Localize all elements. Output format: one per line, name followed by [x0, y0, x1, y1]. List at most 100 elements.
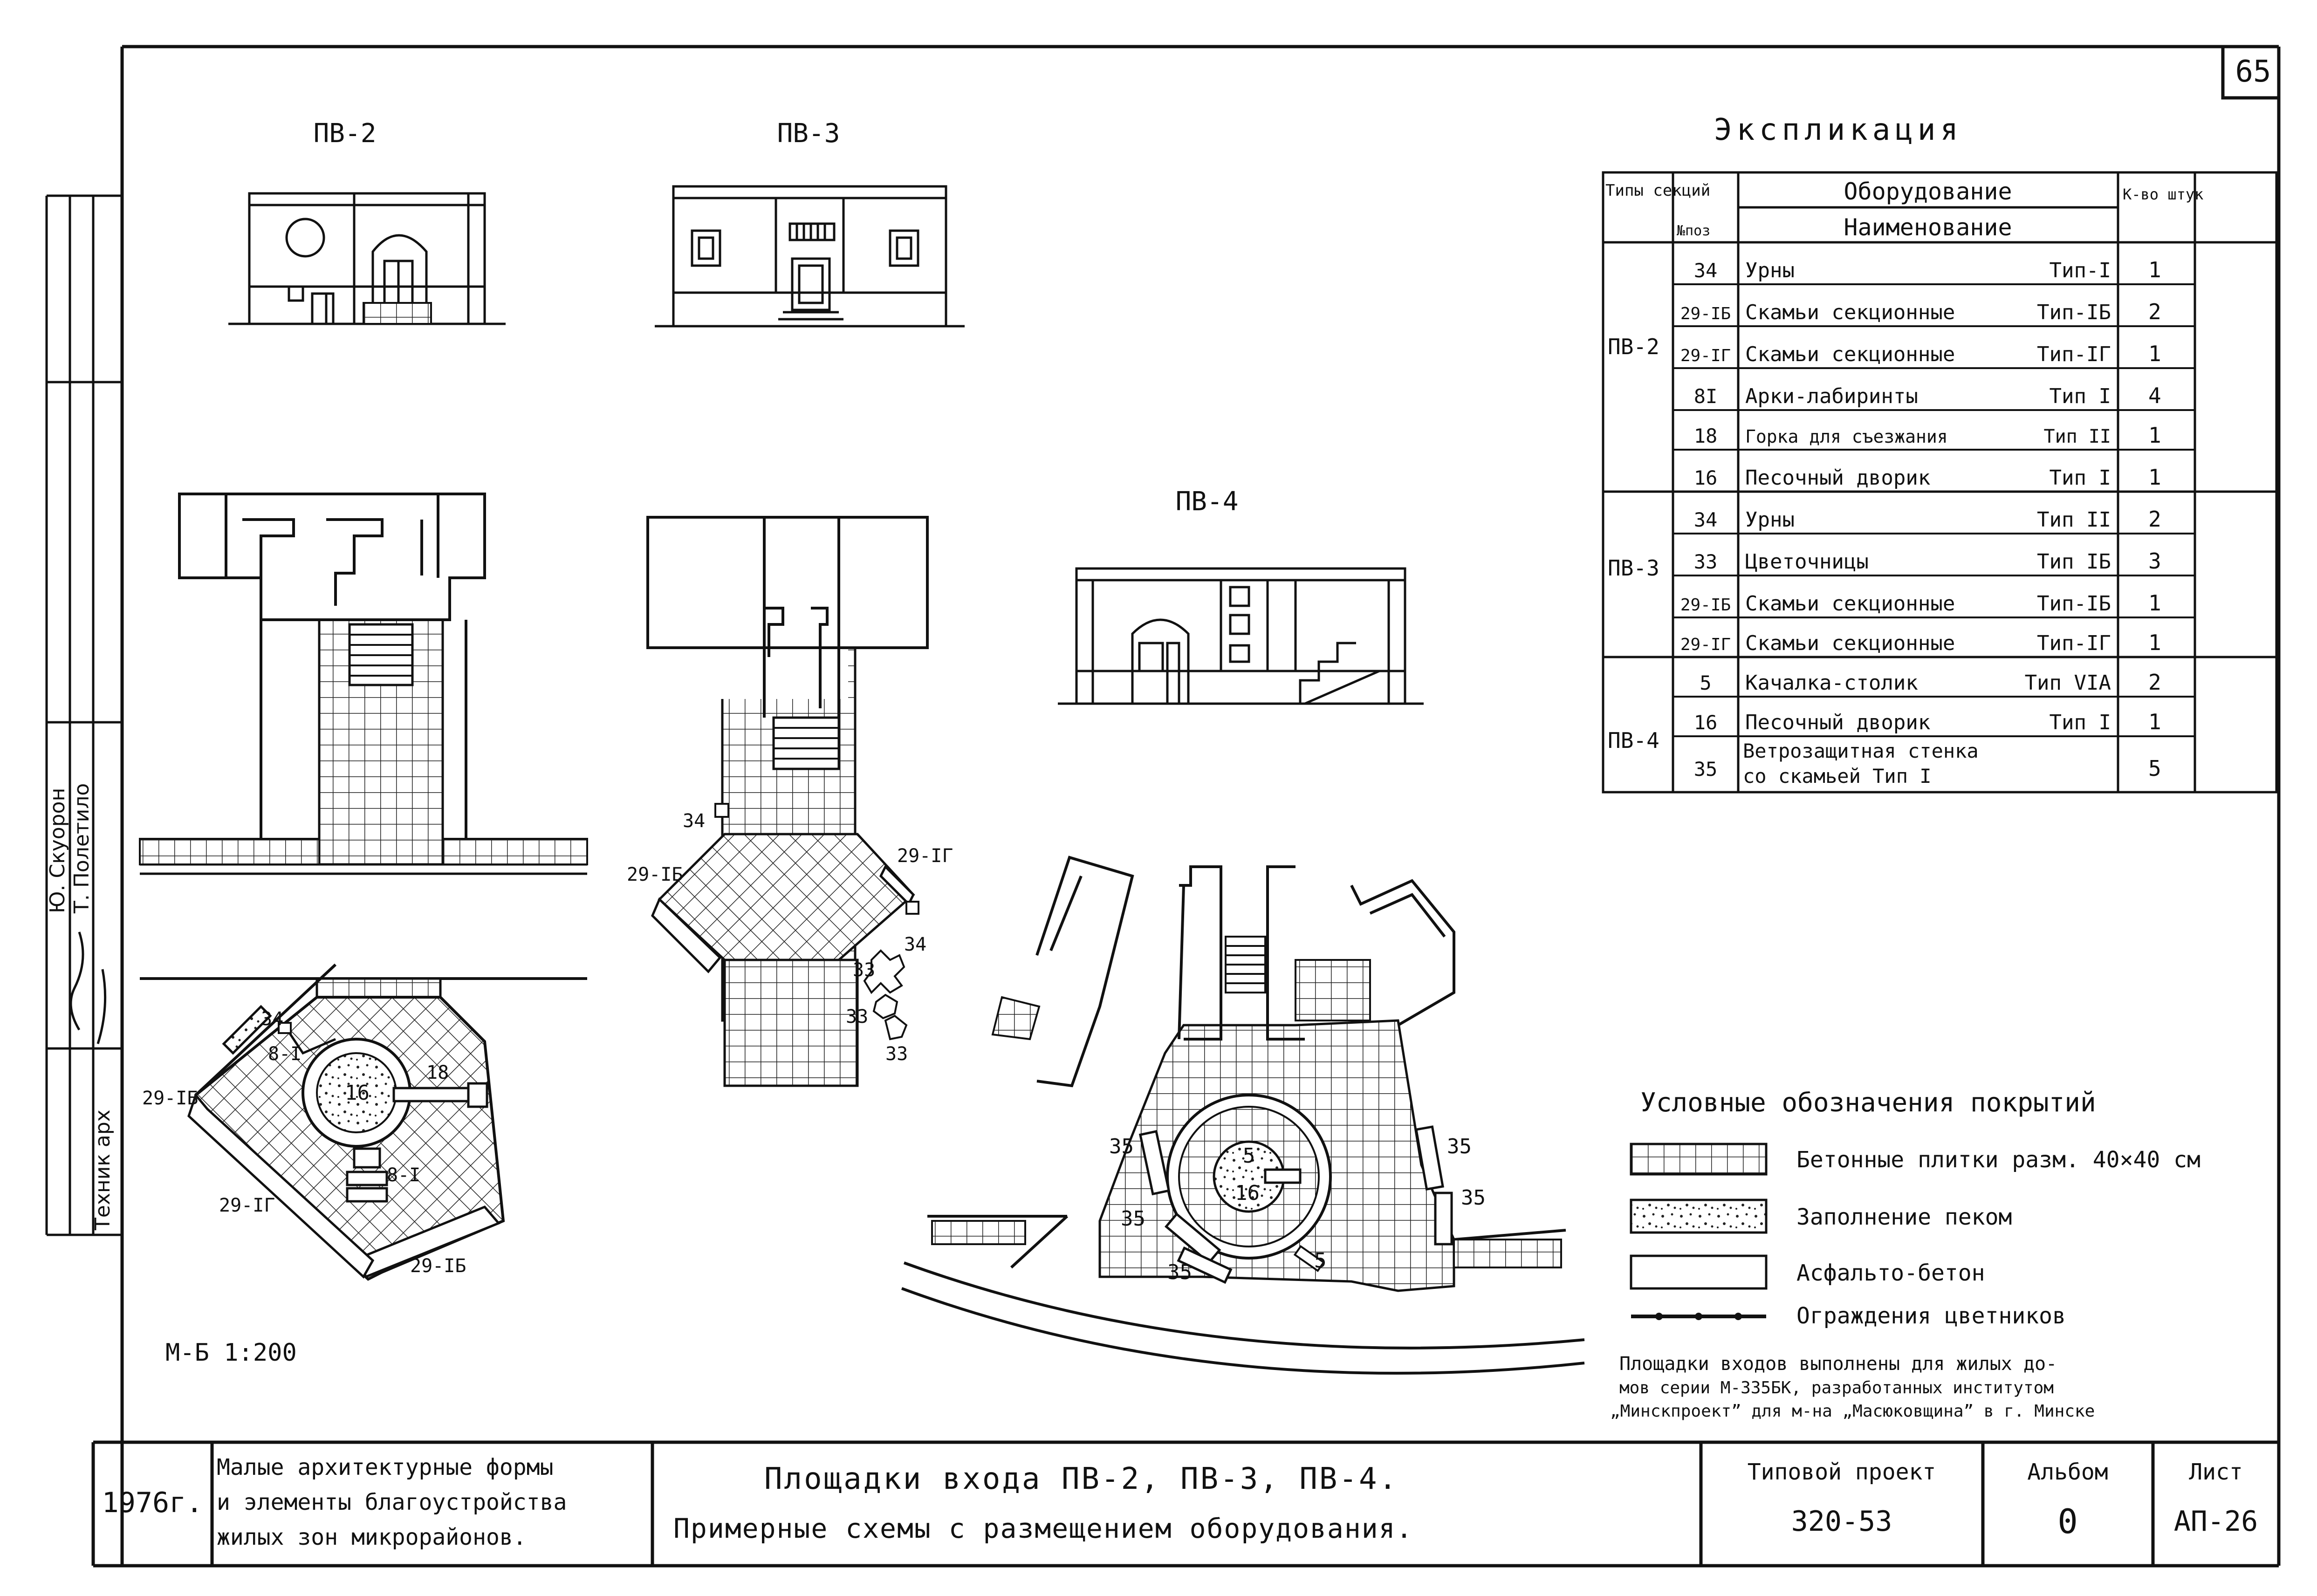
pv2-label-bench-ib-2: 29-IБ	[410, 1255, 466, 1277]
legend-label-fence: Ограждения цветников	[1796, 1303, 2066, 1329]
tb-album-value: 0	[2057, 1502, 2077, 1541]
tb-year: 1976г.	[102, 1486, 203, 1519]
row-pos: 16	[1694, 711, 1718, 734]
header-equipment: Оборудование	[1844, 178, 2012, 205]
row-qty: 4	[2148, 383, 2161, 408]
legend-label-dots: Заполнение пеком	[1796, 1204, 2012, 1230]
tb-series-line-2: и элементы благоустройства	[217, 1489, 567, 1515]
note-line-1: Площадки входов выполнены для жилых до-	[1619, 1353, 2057, 1375]
pv3-label-bench-ig: 29-IГ	[897, 845, 953, 867]
pv3-label-flower-2: 33	[846, 1006, 868, 1027]
row-qty: 1	[2148, 590, 2161, 616]
pv2-lower-plan	[140, 963, 587, 1281]
row-type: Тип II	[2037, 508, 2111, 532]
header-name: Наименование	[1844, 214, 2012, 241]
row-name-multiline: Ветрозащитная стенка со скамьей Тип I	[1743, 740, 1979, 788]
pv2-label-bench-ib-1: 29-IБ	[142, 1088, 198, 1109]
row-type: Тип IБ	[2037, 550, 2111, 574]
row-pos: 18	[1694, 425, 1718, 447]
pv2-label-slide: 18	[426, 1062, 449, 1083]
row-name: Горка для съезжания	[1745, 426, 1948, 447]
legend-swatch-fence	[1631, 1313, 1766, 1320]
row-name: Цветочницы	[1745, 550, 1869, 574]
tb-title-line-2: Примерные схемы с размещением оборудован…	[673, 1513, 1413, 1544]
legend-label-asphalt: Асфальто-бетон	[1796, 1260, 1985, 1286]
pv4-label-sandpit: 16	[1235, 1181, 1260, 1205]
legend: Бетонные плитки разм. 40×40 см Заполнени…	[1630, 1143, 2200, 1329]
row-type: Тип-I	[2050, 259, 2111, 282]
row-qty: 2	[2148, 507, 2161, 532]
sheet-frame	[93, 45, 2281, 1568]
row-qty: 1	[2148, 257, 2161, 282]
row-pos: 16	[1694, 466, 1718, 489]
row-type: Тип VIА	[2025, 671, 2111, 695]
pv2-label-sandpit: 16	[345, 1081, 370, 1105]
left-margin-stamp	[45, 194, 122, 1236]
row-name: Арки-лабиринты	[1745, 384, 1918, 408]
margin-name-2: Ю. Скуорон	[46, 788, 69, 913]
pv4-facade-elevation	[1058, 567, 1424, 705]
legend-swatch-dots	[1630, 1199, 1768, 1234]
row-pos: 34	[1694, 259, 1718, 282]
row-pos: 35	[1694, 758, 1718, 781]
corner-number: 65	[2235, 55, 2271, 89]
pv4-plan	[901, 856, 1585, 1375]
row-name: Песочный дворик	[1745, 711, 1930, 734]
row-pos: 29-IБ	[1680, 596, 1731, 615]
row-pos: 8I	[1694, 385, 1718, 408]
tb-project-value: 320-53	[1791, 1505, 1892, 1538]
row-type: Тип I	[2050, 466, 2111, 490]
tb-album-label: Альбом	[2027, 1459, 2108, 1485]
row-type: Тип II	[2044, 426, 2111, 447]
note: Площадки входов выполнены для жилых до- …	[1610, 1353, 2095, 1421]
row-qty: 5	[2148, 756, 2161, 781]
pv3-label-flower-3: 33	[885, 1043, 908, 1065]
pv4-label-rocker-1: 5	[1243, 1144, 1255, 1168]
row-qty: 2	[2148, 670, 2161, 695]
pv2-label-arch-2: 8-I	[387, 1164, 420, 1186]
pv4-label-wall-1: 35	[1109, 1135, 1134, 1158]
pv2-steps	[363, 302, 432, 325]
legend-swatch-tiles	[1630, 1143, 1768, 1176]
pv3-elevation-title: ПВ-3	[777, 118, 840, 149]
row-name: Песочный дворик	[1745, 466, 1930, 490]
pv4-label-wall-2: 35	[1447, 1135, 1472, 1158]
header-pos: №поз	[1677, 223, 1710, 239]
tb-series-line-1: Малые архитектурные формы	[217, 1454, 553, 1480]
pv3-label-bench-ib: 29-IБ	[627, 864, 683, 885]
row-type: Тип-IБ	[2037, 301, 2111, 324]
row-qty: 1	[2148, 709, 2161, 734]
row-qty: 1	[2148, 341, 2161, 366]
header-qty: К-во штук	[2123, 185, 2203, 203]
tb-sheet-label: Лист	[2189, 1459, 2243, 1485]
pv3-plan-labels: 34 29-IБ 29-IГ 34 33 33 33	[627, 810, 953, 1065]
row-name: Скамьи секционные	[1745, 631, 1955, 655]
pv2-label-arch-1: 8-I	[268, 1043, 302, 1065]
note-line-2: мов серии М-335БК, разработанных институ…	[1619, 1378, 2054, 1397]
row-name-wrap: Ветрозащитная стенка со скамьей Тип I	[1743, 740, 1979, 788]
row-name: Скамьи секционные	[1745, 342, 1955, 366]
row-qty: 2	[2148, 299, 2161, 324]
legend-title: Условные обозначения покрытий	[1640, 1088, 2096, 1118]
pv3-label-urn-1: 34	[683, 810, 705, 832]
note-line-3: „Минскпроект” для м-на „Масюковщина” в г…	[1610, 1402, 2095, 1421]
row-qty: 1	[2148, 465, 2161, 490]
row-type: Тип I	[2050, 384, 2111, 408]
row-qty: 3	[2148, 548, 2161, 574]
pv4-label-wall-5: 35	[1167, 1260, 1192, 1284]
row-pos: 29-IБ	[1680, 304, 1731, 323]
row-type: Тип-IГ	[2037, 631, 2111, 655]
title-block	[91, 1440, 2279, 1566]
tb-series-line-3: жилых зон микрорайонов.	[217, 1524, 527, 1550]
row-type: Тип-IБ	[2037, 592, 2111, 616]
row-qty: 1	[2148, 630, 2161, 655]
legend-label-tiles: Бетонные плитки разм. 40×40 см	[1796, 1147, 2200, 1173]
row-pos: 34	[1694, 508, 1718, 531]
section-pv3: ПВ-3	[1608, 555, 1659, 581]
row-pos: 29-IГ	[1680, 346, 1731, 365]
explication-rows: ПВ-2 34 Урны Тип-I 1 29-IБ Скамьи секцио…	[1608, 257, 2161, 788]
row-pos: 29-IГ	[1680, 635, 1731, 654]
row-pos: 33	[1694, 550, 1718, 573]
row-pos: 5	[1700, 671, 1711, 694]
